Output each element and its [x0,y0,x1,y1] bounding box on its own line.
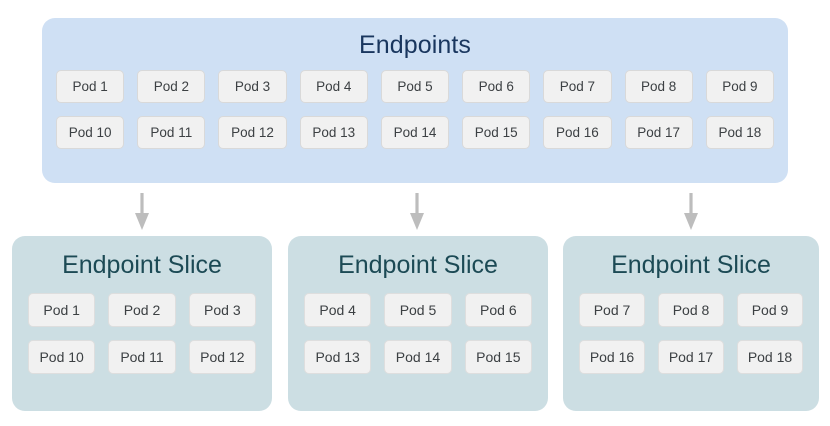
pod-box: Pod 13 [304,340,372,374]
endpoint-slice-pod-grid: Pod 1 Pod 2 Pod 3 Pod 10 Pod 11 Pod 12 [28,293,256,387]
pod-box: Pod 17 [658,340,724,374]
endpoint-slice-pod-row: Pod 1 Pod 2 Pod 3 [28,293,256,327]
pod-box: Pod 10 [56,116,125,149]
pod-box: Pod 2 [137,70,206,103]
pod-box: Pod 18 [705,116,774,149]
pod-box: Pod 15 [462,116,531,149]
pod-box: Pod 16 [579,340,645,374]
arrow-down-icon [407,193,427,231]
pod-box: Pod 10 [28,340,96,374]
pod-box: Pod 8 [624,70,693,103]
pod-box: Pod 9 [705,70,774,103]
pod-box: Pod 1 [56,70,125,103]
endpoint-slice-title: Endpoint Slice [62,251,222,279]
endpoint-slice-title: Endpoint Slice [611,251,771,279]
endpoint-slice-pod-grid: Pod 7 Pod 8 Pod 9 Pod 16 Pod 17 Pod 18 [579,293,803,387]
pod-box: Pod 12 [188,340,256,374]
endpoints-panel: Endpoints Pod 1 Pod 2 Pod 3 Pod 4 Pod 5 … [42,18,788,183]
pod-box: Pod 6 [464,293,532,327]
endpoints-pod-grid: Pod 1 Pod 2 Pod 3 Pod 4 Pod 5 Pod 6 Pod … [56,70,774,162]
pod-box: Pod 14 [384,340,452,374]
pod-box: Pod 11 [137,116,206,149]
endpoint-slice-pod-row: Pod 16 Pod 17 Pod 18 [579,340,803,374]
endpoint-slice-panel-2: Endpoint Slice Pod 4 Pod 5 Pod 6 Pod 13 … [288,236,548,411]
pod-box: Pod 7 [579,293,645,327]
pod-box: Pod 15 [464,340,532,374]
pod-box: Pod 1 [28,293,96,327]
pod-box: Pod 7 [543,70,612,103]
pod-box: Pod 13 [299,116,368,149]
endpoints-pod-row: Pod 10 Pod 11 Pod 12 Pod 13 Pod 14 Pod 1… [56,116,774,149]
pod-box: Pod 4 [299,70,368,103]
pod-box: Pod 17 [624,116,693,149]
endpoint-slice-pod-grid: Pod 4 Pod 5 Pod 6 Pod 13 Pod 14 Pod 15 [304,293,532,387]
endpoints-title: Endpoints [358,31,472,59]
pod-box: Pod 5 [384,293,452,327]
arrow-down-icon [681,193,701,231]
endpoint-slice-pod-row: Pod 7 Pod 8 Pod 9 [579,293,803,327]
pod-box: Pod 3 [218,70,287,103]
pod-box: Pod 8 [658,293,724,327]
endpoints-pod-row: Pod 1 Pod 2 Pod 3 Pod 4 Pod 5 Pod 6 Pod … [56,70,774,103]
endpoint-slice-pod-row: Pod 13 Pod 14 Pod 15 [304,340,532,374]
endpoint-slice-pod-row: Pod 10 Pod 11 Pod 12 [28,340,256,374]
pod-box: Pod 9 [737,293,803,327]
pod-box: Pod 5 [380,70,450,103]
arrow-down-icon [132,193,152,231]
endpoint-slice-pod-row: Pod 4 Pod 5 Pod 6 [304,293,532,327]
pod-box: Pod 4 [304,293,372,327]
pod-box: Pod 18 [737,340,803,374]
pod-box: Pod 16 [543,116,612,149]
pod-box: Pod 6 [462,70,531,103]
endpoint-slice-panel-3: Endpoint Slice Pod 7 Pod 8 Pod 9 Pod 16 … [563,236,819,411]
pod-box: Pod 2 [108,293,176,327]
pod-box: Pod 3 [188,293,256,327]
pod-box: Pod 12 [218,116,287,149]
pod-box: Pod 14 [380,116,450,149]
endpoint-slice-panel-1: Endpoint Slice Pod 1 Pod 2 Pod 3 Pod 10 … [12,236,272,411]
endpoint-slice-title: Endpoint Slice [338,251,498,279]
pod-box: Pod 11 [108,340,176,374]
